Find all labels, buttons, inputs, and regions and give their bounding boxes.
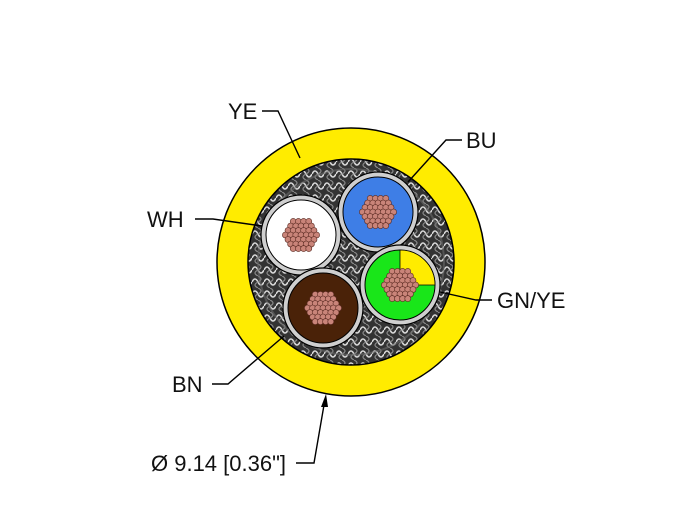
label-core-bu: BU — [466, 128, 497, 153]
conductor-strands — [304, 291, 342, 325]
conductor-strands — [381, 268, 419, 302]
label-core-bn: BN — [172, 372, 203, 397]
conductor-strand — [404, 295, 412, 302]
conductor-strand — [305, 245, 313, 252]
conductor-strand — [382, 222, 390, 229]
leader-line-jacket — [262, 110, 301, 159]
conductor-strand — [327, 318, 335, 325]
inner-filler — [257, 168, 445, 356]
core-white — [260, 194, 342, 276]
conductor-strands — [359, 195, 397, 229]
leader-line-white — [195, 218, 263, 227]
core-blue — [337, 171, 419, 253]
leader-line-green-yellow — [439, 291, 492, 301]
leader-line-blue — [407, 139, 462, 183]
conductor-strands — [282, 218, 320, 252]
leader-line-diameter — [296, 404, 325, 464]
label-core-wh: WH — [147, 207, 184, 232]
label-diameter: Ø 9.14 [0.36"] — [151, 451, 286, 476]
leader-line-brown — [212, 335, 285, 385]
label-jacket-ye: YE — [228, 99, 257, 124]
core-green-yellow — [359, 244, 441, 326]
core-brown — [282, 267, 364, 349]
diameter-arrowhead — [321, 394, 328, 407]
label-core-gnye: GN/YE — [497, 288, 565, 313]
